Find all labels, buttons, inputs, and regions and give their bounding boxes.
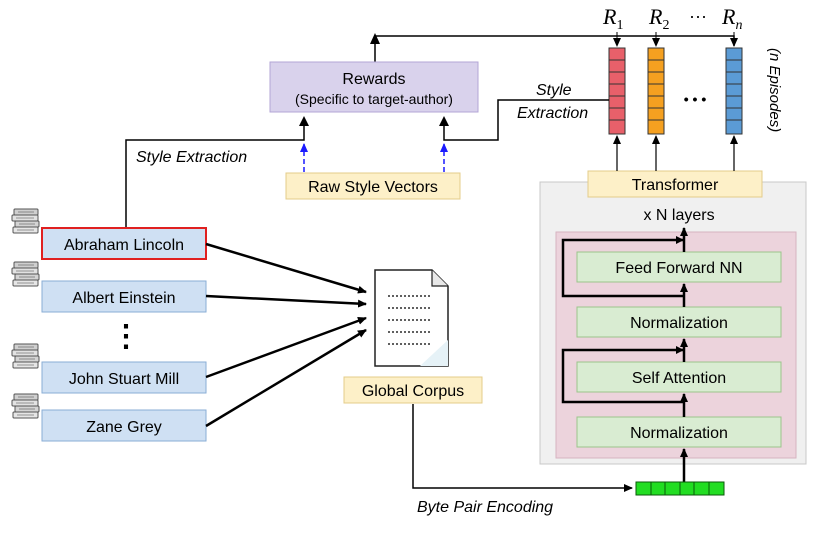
r-label-arrows: [613, 32, 738, 47]
residual-arrowheads: [676, 236, 684, 354]
author-abraham-lincoln[interactable]: [41, 227, 207, 260]
style-extraction-left-arrowhead: [299, 116, 309, 126]
r-ellipsis: ···: [689, 6, 707, 26]
bpe-label: Byte Pair Encoding: [417, 499, 553, 516]
feed-forward-box: [576, 251, 782, 283]
books-icon: [11, 393, 40, 419]
author-albert-einstein[interactable]: [41, 280, 207, 313]
raw-style-dashed-arrows: [300, 143, 448, 172]
normalization-top-label: Normalization: [630, 315, 728, 332]
n-episodes-label: (n Episodes): [766, 48, 783, 132]
style-extraction-right-1: Style: [536, 82, 572, 99]
self-attention-label: Self Attention: [632, 370, 726, 387]
author-label: Abraham Lincoln: [64, 237, 184, 254]
author-label: Albert Einstein: [72, 290, 175, 307]
author-label: John Stuart Mill: [69, 371, 179, 388]
self-attention-box: [576, 361, 782, 393]
document-icon: [374, 269, 449, 367]
bpe-token-vector: [635, 481, 725, 496]
rewards-subtitle: (Specific to target-author): [295, 91, 453, 107]
vector-r1: [608, 47, 626, 135]
normalization-bottom-box: [576, 416, 782, 448]
author-john-stuart-mill[interactable]: [41, 361, 207, 394]
vector-r2: [647, 47, 665, 135]
rewards-title: Rewards: [342, 71, 405, 88]
global-corpus-box: [343, 376, 483, 404]
normalization-top-box: [576, 306, 782, 338]
author-label: Zane Grey: [86, 419, 162, 436]
bpe-line: [412, 404, 633, 492]
r2-label: R2: [648, 4, 669, 33]
style-extraction-right-2: Extraction: [517, 105, 588, 122]
global-corpus-label: Global Corpus: [362, 383, 464, 400]
books-icon: [11, 208, 40, 234]
rewards-box: [269, 61, 479, 113]
r1-label: R1: [602, 4, 623, 33]
transformer-box: [587, 170, 763, 198]
books-icon: [11, 261, 40, 287]
authors-ellipsis: ⋮: [111, 320, 141, 353]
transformer-to-vectors: [613, 135, 738, 171]
author-zane-grey[interactable]: [41, 409, 207, 442]
feed-forward-label: Feed Forward NN: [615, 260, 742, 277]
style-extraction-left-line: [125, 126, 305, 228]
books-icon: [11, 343, 40, 369]
vector-dots: • • •: [684, 91, 707, 107]
feedback-line: [374, 35, 735, 62]
layers-label: x N layers: [643, 207, 714, 224]
style-extraction-right-line: [443, 99, 609, 141]
style-extraction-left-label: Style Extraction: [136, 149, 247, 166]
transformer-label: Transformer: [632, 177, 719, 194]
vector-rn: [725, 47, 743, 135]
rn-label: Rn: [721, 4, 742, 33]
author-to-corpus-arrows: [205, 242, 367, 428]
raw-style-vectors-box: [285, 172, 461, 200]
raw-style-vectors-label: Raw Style Vectors: [308, 179, 438, 196]
feedback-arrowhead: [370, 33, 380, 44]
style-extraction-right-arrowhead: [439, 116, 449, 126]
normalization-bottom-label: Normalization: [630, 425, 728, 442]
